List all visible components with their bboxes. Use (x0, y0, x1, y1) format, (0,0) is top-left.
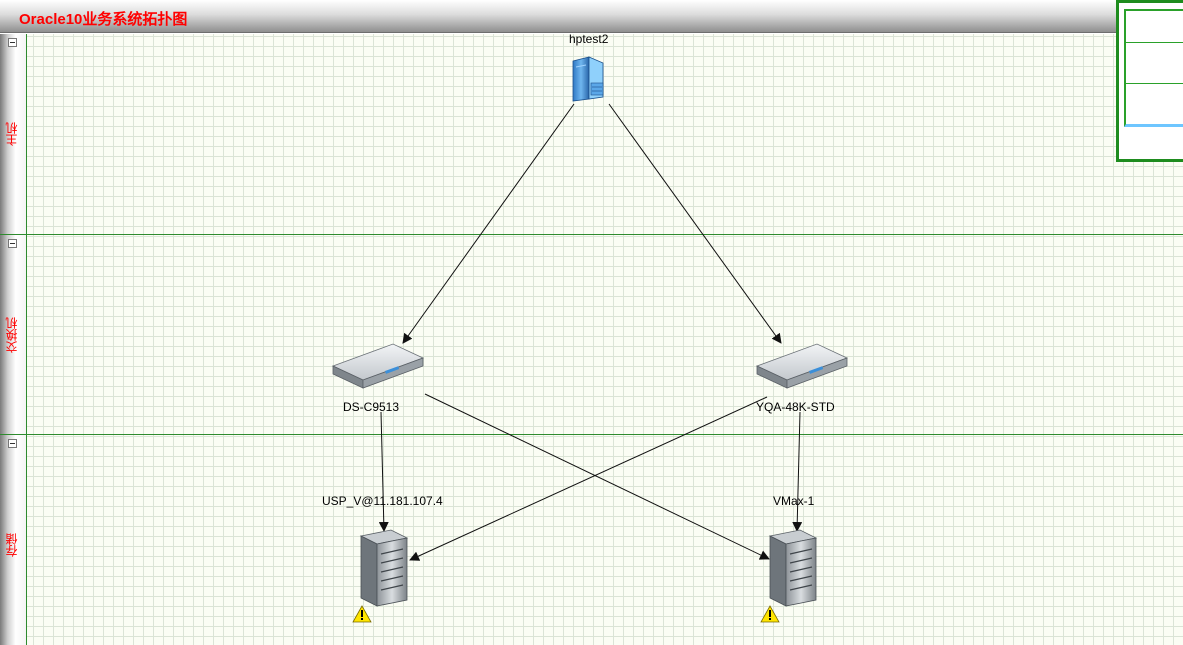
edge-ds-vmax (424, 393, 770, 560)
lane-header-host: 主机 (0, 34, 27, 234)
switch-icon (755, 343, 849, 389)
warning-icon (352, 605, 372, 623)
overview-lane-line (1124, 83, 1183, 84)
node-label-switch-left[interactable]: DS-C9513 (343, 400, 400, 414)
title-bar: Oracle10业务系统拓扑图 (0, 0, 1183, 33)
node-label-storage-left[interactable]: USP_V@11.181.107.4 (322, 494, 443, 508)
overview-viewport[interactable] (1124, 9, 1183, 127)
collapse-icon[interactable] (8, 38, 17, 47)
node-label-host[interactable]: hptest2 (569, 32, 609, 46)
overview-panel[interactable] (1116, 0, 1183, 162)
warning-icon (760, 605, 780, 623)
edge-yqa-vmax (792, 411, 803, 532)
node-label-storage-right[interactable]: VMax-1 (773, 494, 815, 508)
storage-icon (768, 529, 818, 607)
window-title: Oracle10业务系统拓扑图 (19, 11, 188, 28)
storage-icon (359, 529, 409, 607)
switch-icon (331, 343, 425, 389)
server-icon (572, 56, 604, 102)
node-label-switch-right[interactable]: YQA-48K-STD (756, 400, 835, 414)
collapse-icon[interactable] (8, 439, 17, 448)
lane-divider (0, 434, 1183, 435)
topology-canvas[interactable] (0, 34, 1183, 645)
edge-yqa-usp (409, 396, 768, 561)
lane-header-storage: 存储 (0, 435, 27, 645)
edge-host-ds (402, 103, 575, 344)
lane-header-switch: 交换机 (0, 235, 27, 434)
edge-host-yqa (608, 103, 782, 344)
collapse-icon[interactable] (8, 239, 17, 248)
overview-lane-line (1124, 42, 1183, 43)
lane-divider (0, 234, 1183, 235)
edge-ds-usp (378, 411, 389, 532)
